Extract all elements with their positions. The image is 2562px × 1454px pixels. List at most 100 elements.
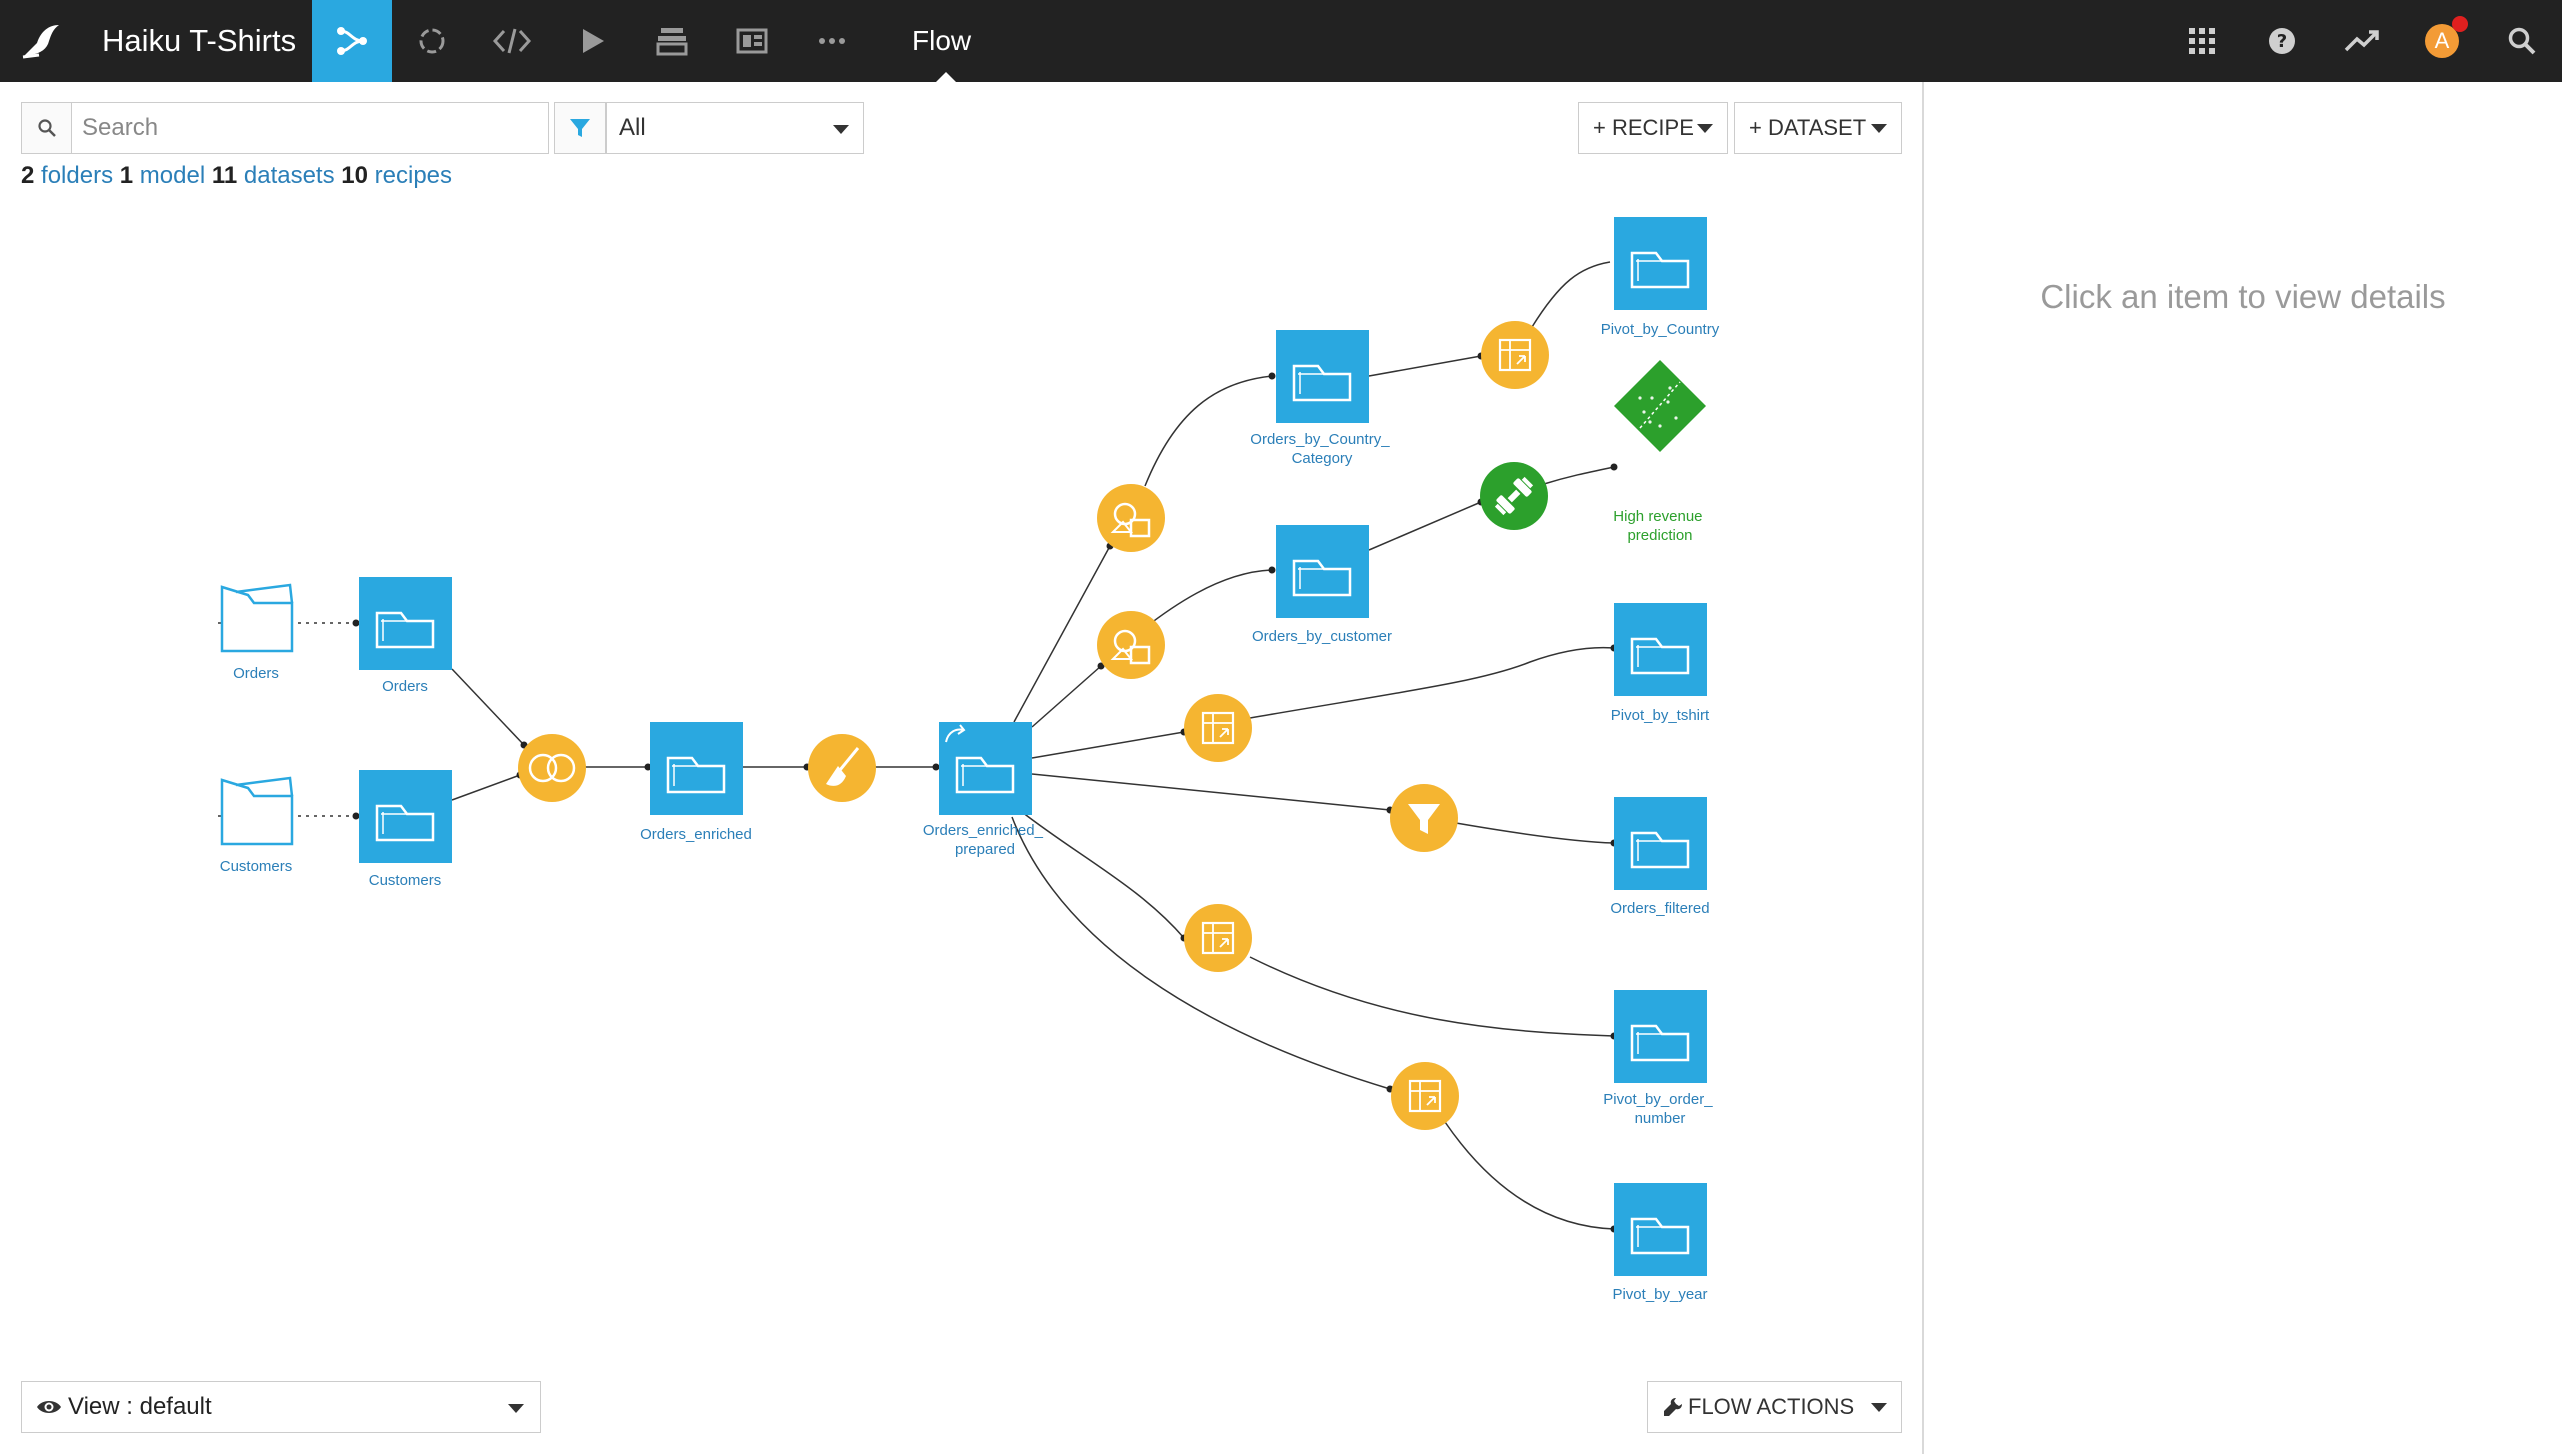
avatar-initial: A [2425, 24, 2459, 58]
dataset-orders-enriched-label: Orders_enriched [640, 826, 752, 843]
search-input[interactable] [72, 114, 542, 142]
edge-prepared-filter [1031, 773, 1391, 811]
wrench-icon [1664, 1398, 1682, 1416]
edge-pivot-tshirt-out [1249, 646, 1615, 719]
avatar[interactable]: A [2402, 0, 2482, 82]
filter-recipe[interactable] [1390, 784, 1458, 852]
chevron-down-icon [508, 1404, 524, 1413]
chevron-down-icon [833, 125, 849, 134]
pivot-recipe-tshirt[interactable] [1184, 694, 1252, 762]
dataset-pivot-by-year-label: Pivot_by_year [1612, 1286, 1707, 1303]
edge-prepared-pivot-tshirt [1031, 731, 1185, 759]
project-title[interactable]: Haiku T-Shirts [102, 23, 297, 58]
help-icon[interactable]: ? [2242, 0, 2322, 82]
dataset-pivot-by-year[interactable]: Pivot_by_year [1612, 1183, 1708, 1303]
flow-graph: Orders Customers Orders Customers [218, 217, 1720, 1303]
dataset-orders-filtered-label: Orders_filtered [1610, 900, 1709, 917]
model-count: 1 [119, 162, 134, 189]
edge-prepared-group2 [1031, 665, 1102, 728]
dataset-customers[interactable]: Customers [359, 770, 452, 889]
flow-search [21, 102, 549, 154]
jobs-icon[interactable] [632, 0, 712, 82]
prepare-recipe[interactable] [808, 734, 876, 802]
add-dataset-button[interactable]: + DATASET [1734, 102, 1902, 154]
dataset-pivot-by-country-label: Pivot_by_Country [1601, 321, 1720, 338]
add-dataset-label: + DATASET [1749, 115, 1867, 140]
edge-customer-train [1368, 501, 1482, 551]
edge-orders-join [451, 668, 525, 746]
dataset-orders-by-country-category-label: Orders_by_Country_ Category [1250, 431, 1393, 467]
dataset-orders-filtered[interactable]: Orders_filtered [1610, 797, 1710, 917]
dataset-pivot-by-country[interactable]: Pivot_by_Country [1601, 217, 1720, 338]
code-icon[interactable] [472, 0, 552, 82]
edge-prepared-pivot-order [1021, 811, 1185, 939]
lab-icon[interactable] [392, 0, 472, 82]
run-icon[interactable] [552, 0, 632, 82]
edge-group1-country [1144, 375, 1273, 487]
dataset-pivot-by-tshirt[interactable]: Pivot_by_tshirt [1611, 603, 1710, 724]
dataset-orders-input[interactable]: Orders [220, 583, 294, 682]
dataset-customers-input-label: Customers [220, 858, 293, 875]
dataset-orders-input-label: Orders [233, 665, 279, 682]
flow-summary-counts: 2 folders 1 model 11 datasets 10 recipes [21, 162, 452, 190]
flow-icon[interactable] [312, 0, 392, 82]
chevron-down-icon [1871, 124, 1887, 133]
dataset-customers-input[interactable]: Customers [220, 776, 294, 875]
dataset-orders[interactable]: Orders [359, 577, 452, 695]
panel-divider[interactable] [1922, 82, 1924, 1454]
search-icon[interactable] [2482, 0, 2562, 82]
filter-value: All [619, 114, 646, 141]
dashboard-icon[interactable] [712, 0, 792, 82]
details-panel: Click an item to view details [1924, 82, 2562, 1454]
dataset-orders-by-customer-label: Orders_by_customer [1252, 628, 1392, 645]
group-recipe-customer[interactable] [1097, 611, 1165, 679]
flow-actions-button[interactable]: FLOW ACTIONS [1647, 1381, 1902, 1433]
dataset-pivot-by-order-number[interactable]: Pivot_by_order_ number [1603, 990, 1716, 1127]
dataset-orders-by-customer[interactable]: Orders_by_customer [1252, 525, 1392, 645]
recipes-link[interactable]: recipes [374, 162, 453, 189]
edge-pivot-country-out [1531, 261, 1611, 328]
apps-grid-icon[interactable] [2162, 0, 2242, 82]
pivot-recipe-order-number[interactable] [1184, 904, 1252, 972]
pivot-recipe-year[interactable] [1391, 1062, 1459, 1130]
model-high-revenue-prediction[interactable]: High revenue prediction [1613, 360, 1706, 544]
dataset-orders-enriched[interactable]: Orders_enriched [640, 722, 752, 843]
search-icon [22, 103, 72, 153]
train-recipe[interactable] [1480, 462, 1548, 530]
join-recipe[interactable] [518, 734, 586, 802]
dataset-pivot-by-order-number-label: Pivot_by_order_ number [1603, 1091, 1716, 1127]
view-label: View : default [68, 1393, 212, 1420]
edge-prepared-group1 [1013, 545, 1111, 723]
edge-customers-join [451, 774, 521, 801]
pivot-recipe-country[interactable] [1481, 321, 1549, 389]
folders-count: 2 [21, 162, 35, 189]
flow-canvas: All + RECIPE + DATASET 2 folders 1 model… [0, 82, 1922, 1454]
dataset-orders-by-country-category[interactable]: Orders_by_Country_ Category [1250, 330, 1393, 467]
eye-icon [37, 1401, 61, 1413]
edge-country-pivot [1368, 355, 1482, 377]
more-icon[interactable] [792, 0, 872, 82]
filter-type-select[interactable]: All [606, 102, 864, 154]
group-recipe-country[interactable] [1097, 484, 1165, 552]
edge-pivot-order-out [1249, 956, 1615, 1037]
recipes-count: 10 [341, 162, 368, 189]
chevron-down-icon [1871, 1403, 1887, 1412]
filter-icon[interactable] [554, 102, 606, 154]
add-recipe-button[interactable]: + RECIPE [1578, 102, 1728, 154]
dataset-orders-enriched-prepared-label: Orders_enriched_ prepared [923, 822, 1047, 858]
flow-actions-label: FLOW ACTIONS [1688, 1394, 1855, 1419]
add-recipe-label: + RECIPE [1593, 115, 1694, 140]
current-view-title: Flow [912, 25, 972, 56]
model-link[interactable]: model [139, 162, 206, 189]
svg-text:?: ? [2277, 31, 2287, 52]
view-select[interactable]: View : default [21, 1381, 541, 1433]
active-view-caret [936, 72, 956, 82]
edge-train-model [1543, 466, 1615, 485]
folders-link[interactable]: folders [41, 162, 114, 189]
chevron-down-icon [1697, 124, 1713, 133]
bird-logo-icon[interactable] [0, 0, 82, 82]
datasets-link[interactable]: datasets [243, 162, 335, 189]
dataset-orders-enriched-prepared[interactable]: Orders_enriched_ prepared [923, 722, 1047, 858]
activity-icon[interactable] [2322, 0, 2402, 82]
